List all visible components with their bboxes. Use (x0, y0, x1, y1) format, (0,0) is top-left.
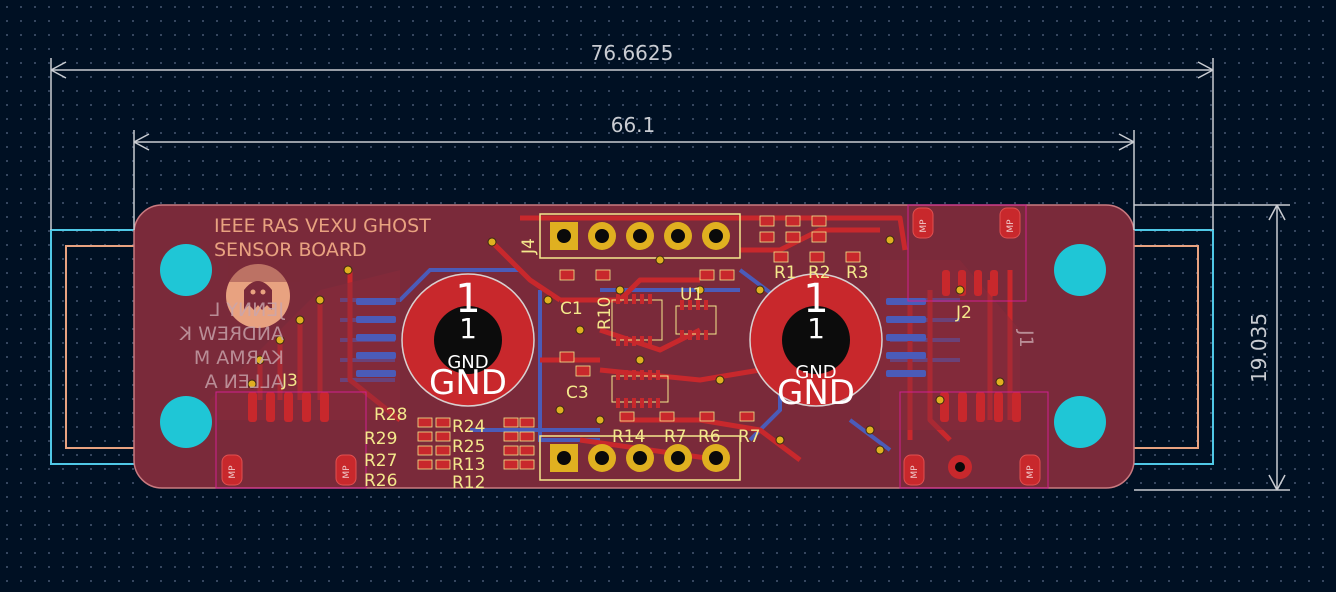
designator-r29: R29 (364, 429, 397, 449)
mp-label: MP (910, 465, 920, 479)
author-name: KARMA M (194, 347, 284, 369)
designator-r6: R6 (698, 427, 721, 447)
ghost-logo-icon (226, 264, 290, 328)
connector-j1-outline (899, 391, 1049, 489)
designator-r26: R26 (364, 471, 397, 491)
ground-pour-left (210, 270, 400, 420)
vias (247, 235, 1005, 455)
designator-r2: R2 (808, 263, 831, 283)
mp-label: MP (1026, 465, 1036, 479)
connector-j1-pins[interactable] (940, 392, 1021, 422)
designator-j2: J2 (955, 303, 972, 323)
designator-r24: R24 (452, 417, 485, 437)
author-names-mirrored: JENNY L ANDREW K KARMA M ALLEN A (179, 299, 285, 393)
mp-label: MP (919, 219, 929, 233)
designator-u1: U1 (680, 285, 703, 305)
designator-r28: R28 (374, 405, 407, 425)
board-title-line2: SENSOR BOARD (214, 239, 367, 261)
right-connector-pads[interactable] (886, 298, 926, 377)
mp-labels: MP MP MP MP MP MP (228, 219, 1036, 479)
dimension-inner-width-label: 66.1 (611, 113, 656, 137)
gnd-pad-number: 1 (455, 276, 480, 322)
author-name: JENNY L (209, 299, 285, 321)
designator-j4: J4 (519, 238, 539, 255)
mounting-holes[interactable] (160, 244, 1106, 448)
gnd-net-label-inner: GND (447, 352, 488, 373)
designator-r12: R12 (452, 473, 485, 493)
ic-secondary-footprint[interactable] (675, 300, 717, 340)
left-connector-pads[interactable] (356, 298, 396, 377)
designator-r27: R27 (364, 451, 397, 471)
dimension-inner-width[interactable] (133, 130, 1135, 230)
gnd-net-label: GND (777, 373, 855, 413)
ic-lower-footprint[interactable] (611, 370, 669, 408)
designator-r14: R14 (612, 427, 645, 447)
designator-j3: J3 (281, 371, 298, 391)
dimension-overall-width[interactable] (50, 58, 1214, 230)
board-title-line1: IEEE RAS VEXU GHOST (214, 215, 431, 237)
gnd-pad-number-inner: 1 (807, 312, 825, 345)
dimension-height[interactable] (1134, 204, 1290, 491)
connector-j2-outline (907, 204, 1027, 302)
designator-r7b: R7 (738, 427, 761, 447)
designator-c1: C1 (560, 299, 583, 319)
designator-r13: R13 (452, 455, 485, 475)
mp-label: MP (342, 465, 352, 479)
author-name: ALLEN A (205, 371, 284, 393)
mounting-pads-mp[interactable] (221, 207, 1041, 486)
author-name: ANDREW K (179, 323, 284, 345)
designator-r3: R3 (846, 263, 869, 283)
gnd-pad-number: 1 (803, 276, 828, 322)
gnd-net-label-inner: GND (795, 362, 836, 383)
header-bottom-pins[interactable] (550, 444, 730, 472)
connector-j3-pins[interactable] (248, 392, 329, 422)
small-plated-hole-center (955, 462, 965, 472)
header-j4-outline (539, 213, 741, 259)
component-designators: R1 R2 R3 R28 R29 R27 R26 R24 R25 R13 R12… (281, 238, 1037, 493)
gnd-net-label: GND (429, 363, 507, 403)
header-bottom-outline (539, 435, 741, 481)
designator-c3: C3 (566, 383, 589, 403)
designator-r7a: R7 (664, 427, 687, 447)
connector-j2-pins[interactable] (942, 270, 998, 296)
logo-frame (228, 242, 300, 282)
gnd-pad-number-inner: 1 (459, 312, 477, 345)
designator-r10: R10 (595, 297, 615, 330)
gnd-mounting-pad-left[interactable]: 1 1 GND GND (401, 273, 535, 407)
mp-label: MP (1006, 219, 1016, 233)
dimension-height-label: 19.035 (1247, 313, 1271, 383)
connector-j3-outline (215, 391, 367, 489)
smd-passives[interactable] (417, 215, 861, 470)
designator-r1: R1 (774, 263, 797, 283)
designator-r25: R25 (452, 437, 485, 457)
mp-label: MP (228, 465, 238, 479)
gnd-mounting-pad-right[interactable]: 1 1 GND GND (749, 273, 883, 413)
ic-u1-footprint[interactable] (611, 294, 663, 346)
designator-j1: J1 (1015, 329, 1037, 348)
dimension-overall-width-label: 76.6625 (591, 41, 674, 65)
header-j4-pins[interactable] (550, 222, 730, 250)
